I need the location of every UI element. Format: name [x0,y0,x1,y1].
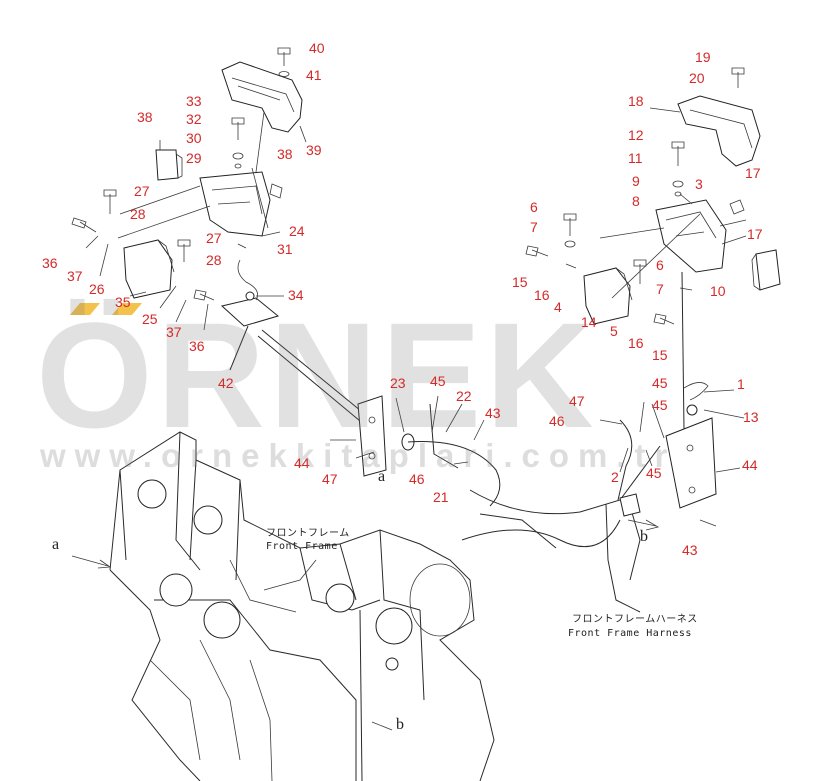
callout-label: 43 [682,542,698,558]
callout-label: 34 [288,287,304,303]
callout-label: 45 [646,465,662,481]
callout-label: 14 [581,314,597,330]
callout-label: 4 [554,299,562,315]
harness-label-en: Front Frame Harness [568,628,692,639]
view-marker-b-right: b [640,528,648,545]
callout-label: 37 [166,324,182,340]
callout-label: 23 [390,375,406,391]
callout-label: 47 [322,471,338,487]
left-leaders [85,111,307,371]
callout-label: 13 [743,409,759,425]
callout-label: 28 [130,206,146,222]
callout-label: 24 [289,223,305,239]
callout-label: 37 [67,268,83,284]
callout-label: 47 [569,393,585,409]
watermark-url: www.ornekkitaplari.com.tr [40,437,677,474]
left-bolts [71,47,291,301]
callout-label: 44 [742,457,758,473]
callout-label: 26 [89,281,105,297]
callout-label: 40 [309,40,325,56]
callout-label: 36 [189,338,205,354]
callout-label: 1 [737,376,745,392]
callout-label: 22 [456,388,472,404]
callout-label: 9 [632,173,640,189]
watermark-accent [70,303,142,315]
callout-label: 25 [142,311,158,327]
callout-label: 27 [134,183,150,199]
callout-label: 27 [206,230,222,246]
right-lamp-bracket [655,199,727,273]
callout-label: 33 [186,93,202,109]
callout-label: 7 [530,219,538,235]
callout-leaders-bottom [395,389,745,473]
callout-label: 41 [306,67,322,83]
callout-label: 35 [115,294,131,310]
right-lamp-guard [677,95,761,167]
callout-label: 45 [430,373,446,389]
callout-label: 21 [433,489,449,505]
callout-label: 29 [186,150,202,166]
view-arrows [71,439,717,731]
callout-label: 8 [632,193,640,209]
harness-label-jp: フロントフレームハーネス [572,614,698,625]
callout-label: 12 [628,127,644,143]
callout-label: 45 [652,397,668,413]
callout-label: 31 [277,241,293,257]
callout-label: 17 [747,226,763,242]
callout-label: 11 [628,150,643,166]
callout-label: 6 [530,199,538,215]
front-frame-harness [407,382,709,613]
callout-label: 16 [534,287,550,303]
callout-label: 38 [137,109,153,125]
left-lamp-guard [221,61,303,133]
callout-label: 43 [485,405,501,421]
front-frame [109,431,495,781]
callout-label: 15 [652,347,668,363]
callout-label: 44 [294,455,310,471]
front-frame-label-jp: フロントフレーム [266,528,350,539]
callout-label: 2 [611,469,619,485]
callout-label: 36 [42,255,58,271]
callout-label: 45 [652,375,668,391]
harness-bracket-b [665,404,717,509]
left-lamp-box [155,149,183,181]
callout-label: 20 [689,70,705,86]
callout-label: 19 [695,49,711,65]
left-mount-plate [220,259,280,327]
watermark-brand: ÖRNEK [36,291,598,459]
callout-label: 42 [218,375,234,391]
callout-label: 15 [512,274,528,290]
right-lamp-box [751,249,781,291]
front-frame-label-en: Front Frame [266,541,338,552]
left-lamp-cable [261,329,373,421]
callout-label: 46 [549,413,565,429]
callout-label: 17 [745,165,761,181]
right-work-lamp [583,267,633,325]
callout-label: 46 [409,471,425,487]
callout-label: 3 [695,176,703,192]
callout-label: 10 [710,283,726,299]
callout-label: 7 [656,281,664,297]
callout-label: 39 [306,142,322,158]
right-leaders [599,107,747,431]
left-work-lamp [123,239,175,299]
callout-label: 28 [206,252,222,268]
callout-label: 5 [610,323,618,339]
callout-label: 16 [628,335,644,351]
left-lamp-bracket [199,171,271,237]
callout-label: 30 [186,130,202,146]
callout-label: 6 [656,257,664,273]
callout-label: 32 [186,111,202,127]
view-marker-a-mid: a [378,468,386,485]
view-marker-b-bottom: b [396,716,404,733]
callout-label: 18 [628,93,644,109]
view-marker-a-left: a [52,536,60,553]
callout-label: 38 [277,146,293,162]
